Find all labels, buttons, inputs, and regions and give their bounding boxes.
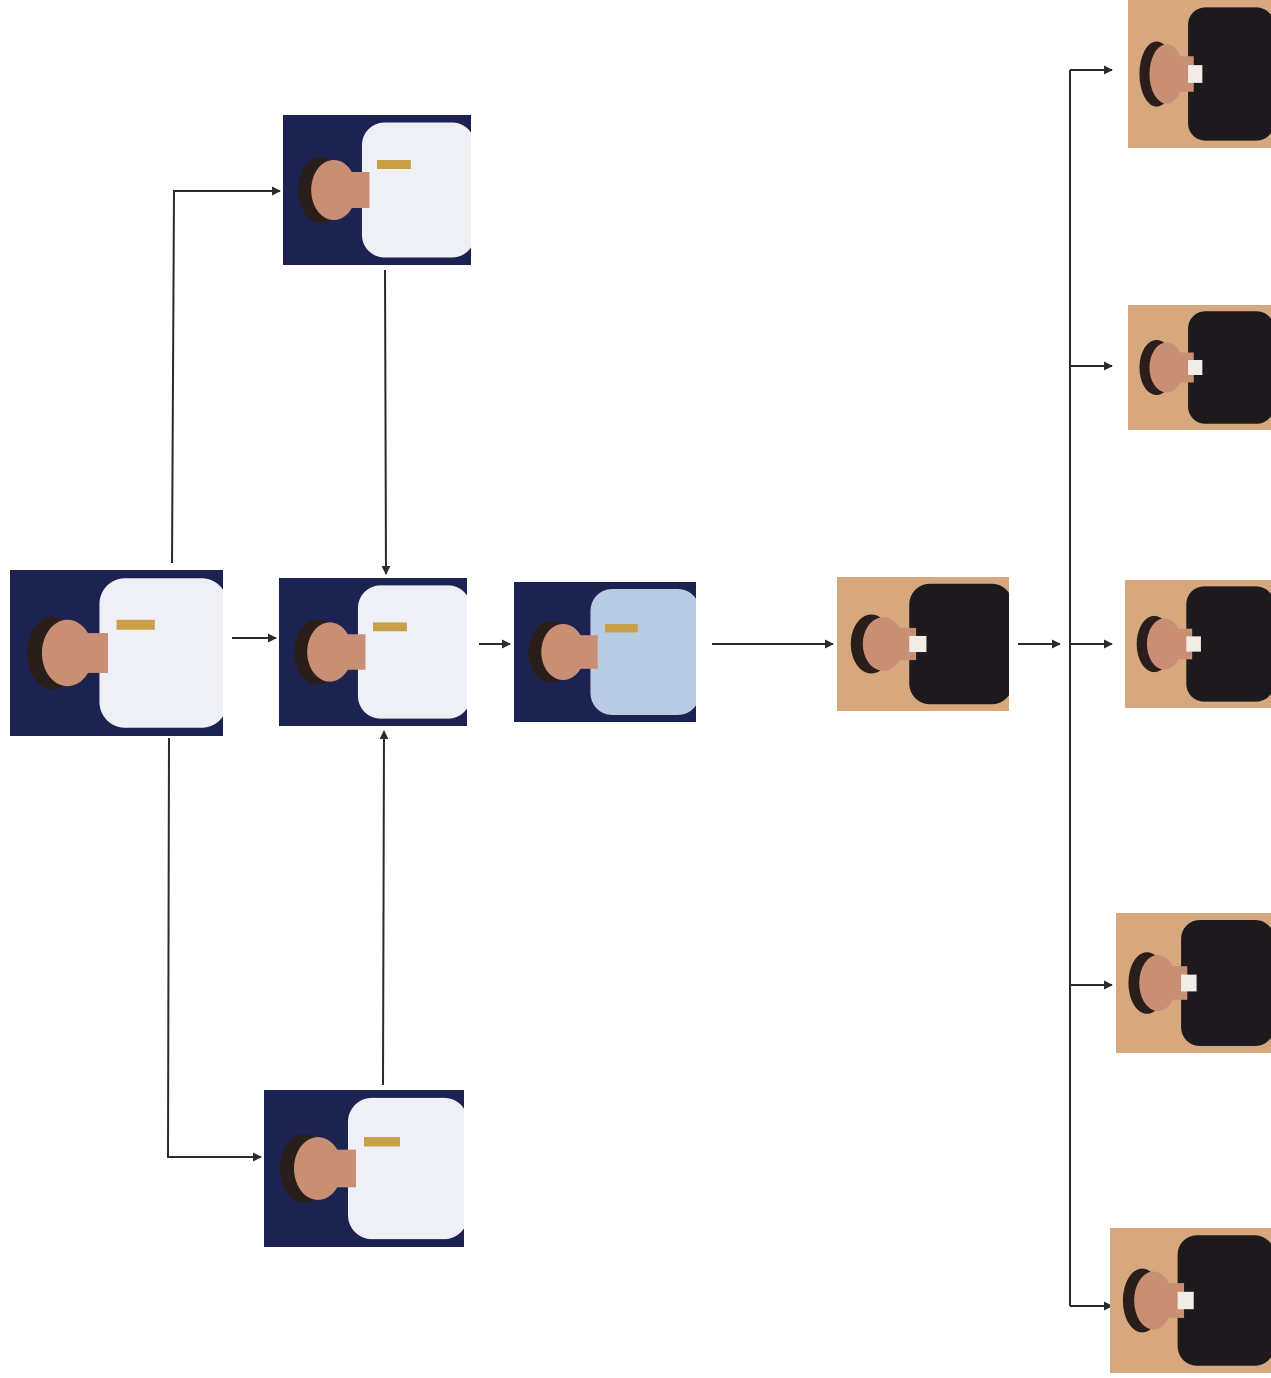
- person-face: [863, 617, 904, 671]
- shirt-collar: [1181, 975, 1197, 992]
- person-face: [294, 1137, 342, 1200]
- shirt-collar: [1188, 65, 1202, 83]
- shoulder-insignia: [373, 622, 407, 631]
- person-face: [1149, 44, 1183, 103]
- portrait-bottom-officer: [264, 1090, 468, 1247]
- portraits: [10, 0, 1271, 1373]
- shirt-collar: [1178, 1292, 1194, 1309]
- shoulder-insignia: [605, 624, 638, 632]
- portrait-deputy-officer: [279, 578, 471, 726]
- person-face: [1147, 618, 1182, 669]
- portrait-central-man: [837, 577, 1012, 711]
- portrait-top-officer: [283, 115, 475, 265]
- person-face: [1149, 343, 1183, 393]
- person-face: [1134, 1272, 1173, 1330]
- connector-arrow: [168, 738, 261, 1157]
- connector-arrow: [385, 270, 386, 574]
- person-face: [541, 624, 585, 680]
- person-body: [362, 123, 475, 258]
- connector-arrow: [383, 731, 384, 1085]
- person-face: [42, 620, 93, 686]
- connector-arrow: [172, 191, 280, 563]
- portrait-chief-officer: [10, 570, 227, 736]
- shirt-collar: [1188, 360, 1202, 375]
- person-body: [348, 1098, 468, 1239]
- shirt-collar: [1186, 636, 1201, 651]
- portrait-member-3: [1125, 580, 1271, 708]
- person-face: [307, 622, 352, 681]
- shirt-collar: [909, 636, 926, 652]
- shoulder-insignia: [377, 160, 411, 169]
- shoulder-insignia: [364, 1137, 400, 1146]
- portrait-woman-official: [514, 582, 700, 722]
- portrait-member-4: [1116, 913, 1271, 1053]
- person-face: [1139, 955, 1176, 1011]
- person-face: [311, 160, 356, 220]
- portrait-member-2: [1128, 305, 1271, 430]
- portrait-member-1: [1128, 0, 1271, 148]
- person-body: [99, 578, 227, 727]
- shoulder-insignia: [117, 620, 155, 630]
- person-body: [358, 585, 471, 718]
- person-body: [590, 589, 699, 715]
- portrait-member-5: [1110, 1228, 1271, 1373]
